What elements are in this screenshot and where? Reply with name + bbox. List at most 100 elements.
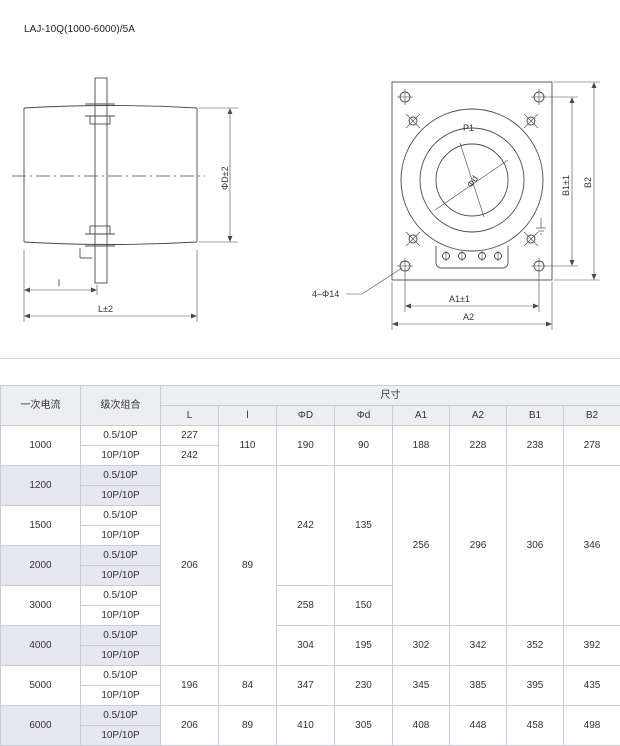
- spec-table: 一次电流 级次组合 尺寸 L l ΦD Φd A1 A2 B1 B2 1000 …: [0, 385, 620, 746]
- cell-B2: 346: [564, 466, 620, 626]
- cell-d: 195: [335, 626, 393, 666]
- header-col: B1: [507, 406, 564, 426]
- cell-d: 230: [335, 666, 393, 706]
- cell-current: 5000: [1, 666, 81, 706]
- cell-L: 206: [161, 706, 219, 746]
- cell-accuracy: 10P/10P: [81, 606, 161, 626]
- header-col: A2: [450, 406, 507, 426]
- cell-d: 305: [335, 706, 393, 746]
- cell-accuracy: 10P/10P: [81, 686, 161, 706]
- cell-B2: 392: [564, 626, 620, 666]
- cell-d: 150: [335, 586, 393, 626]
- cell-accuracy: 10P/10P: [81, 566, 161, 586]
- cell-accuracy: 0.5/10P: [81, 586, 161, 606]
- cell-D: 304: [277, 626, 335, 666]
- cell-current: 2000: [1, 546, 81, 586]
- table-row: 1200 0.5/10P 206 89 242 135 256 296 306 …: [1, 466, 620, 486]
- section-divider: [0, 358, 620, 359]
- table-row: 4000 0.5/10P 304 195 302 342 352 392: [1, 626, 620, 646]
- cell-accuracy: 0.5/10P: [81, 426, 161, 446]
- label-B1: B1±1: [561, 175, 571, 196]
- cell-accuracy: 0.5/10P: [81, 706, 161, 726]
- cell-L: 242: [161, 446, 219, 466]
- cell-accuracy: 0.5/10P: [81, 506, 161, 526]
- label-d: Φd: [465, 174, 480, 190]
- ring-bolt-tl: [406, 114, 420, 128]
- cell-current: 1000: [1, 426, 81, 466]
- label-B2: B2: [583, 177, 593, 188]
- cell-current: 6000: [1, 706, 81, 746]
- cell-d: 135: [335, 466, 393, 586]
- cell-accuracy: 10P/10P: [81, 446, 161, 466]
- header-col: L: [161, 406, 219, 426]
- ring-bolt-br: [524, 232, 538, 246]
- table-row: 5000 0.5/10P 196 84 347 230 345 385 395 …: [1, 666, 620, 686]
- corner-hole-bl: [397, 258, 413, 274]
- cell-A2: 448: [450, 706, 507, 746]
- cell-l: 110: [219, 426, 277, 466]
- cell-l: 84: [219, 666, 277, 706]
- label-A1: A1±1: [449, 294, 470, 304]
- cell-accuracy: 10P/10P: [81, 526, 161, 546]
- header-col: Φd: [335, 406, 393, 426]
- cell-d: 90: [335, 426, 393, 466]
- cell-accuracy: 0.5/10P: [81, 466, 161, 486]
- label-L: L±2: [98, 304, 113, 314]
- cell-accuracy: 10P/10P: [81, 486, 161, 506]
- cell-B1: 395: [507, 666, 564, 706]
- cell-A1: 408: [393, 706, 450, 746]
- label-D: ΦD±2: [220, 166, 230, 190]
- cell-L: 206: [161, 466, 219, 666]
- header-dimensions: 尺寸: [161, 386, 620, 406]
- cell-current: 4000: [1, 626, 81, 666]
- cell-D: 242: [277, 466, 335, 586]
- ring-bolt-tr: [524, 114, 538, 128]
- technical-drawing: l L±2 ΦD±2 P1 Φd 4–Φ14 A1±1 A2 B1±1 B2: [0, 0, 620, 360]
- header-col: l: [219, 406, 277, 426]
- cell-accuracy: 10P/10P: [81, 646, 161, 666]
- cell-B1: 238: [507, 426, 564, 466]
- cell-B2: 498: [564, 706, 620, 746]
- table-row: 6000 0.5/10P 206 89 410 305 408 448 458 …: [1, 706, 620, 726]
- label-l: l: [58, 278, 60, 288]
- side-view: [12, 78, 238, 322]
- cell-A1: 188: [393, 426, 450, 466]
- cell-accuracy: 0.5/10P: [81, 666, 161, 686]
- cell-B1: 352: [507, 626, 564, 666]
- ground-symbol: [536, 218, 546, 234]
- cell-A2: 385: [450, 666, 507, 706]
- header-accuracy: 级次组合: [81, 386, 161, 426]
- label-P1: P1: [463, 123, 474, 133]
- cell-D: 258: [277, 586, 335, 626]
- table-row: 1000 0.5/10P 227 110 190 90 188 228 238 …: [1, 426, 620, 446]
- header-col: B2: [564, 406, 620, 426]
- cell-D: 190: [277, 426, 335, 466]
- cell-accuracy: 0.5/10P: [81, 626, 161, 646]
- cell-D: 347: [277, 666, 335, 706]
- corner-hole-tl: [397, 89, 413, 105]
- cell-accuracy: 0.5/10P: [81, 546, 161, 566]
- header-current: 一次电流: [1, 386, 81, 426]
- label-A2: A2: [463, 312, 474, 322]
- header-col: A1: [393, 406, 450, 426]
- cell-D: 410: [277, 706, 335, 746]
- cell-A1: 345: [393, 666, 450, 706]
- cell-l: 89: [219, 706, 277, 746]
- corner-hole-br: [531, 258, 547, 274]
- corner-hole-tr: [531, 89, 547, 105]
- header-col: ΦD: [277, 406, 335, 426]
- front-view: [346, 82, 600, 330]
- label-holes: 4–Φ14: [312, 289, 339, 299]
- cell-A1: 256: [393, 466, 450, 626]
- cell-accuracy: 10P/10P: [81, 726, 161, 746]
- cell-current: 1500: [1, 506, 81, 546]
- cell-A2: 228: [450, 426, 507, 466]
- terminal-block: [436, 246, 508, 268]
- cell-B2: 278: [564, 426, 620, 466]
- cell-A2: 342: [450, 626, 507, 666]
- cell-current: 1200: [1, 466, 81, 506]
- cell-L: 196: [161, 666, 219, 706]
- cell-B2: 435: [564, 666, 620, 706]
- cell-current: 3000: [1, 586, 81, 626]
- cell-B1: 306: [507, 466, 564, 626]
